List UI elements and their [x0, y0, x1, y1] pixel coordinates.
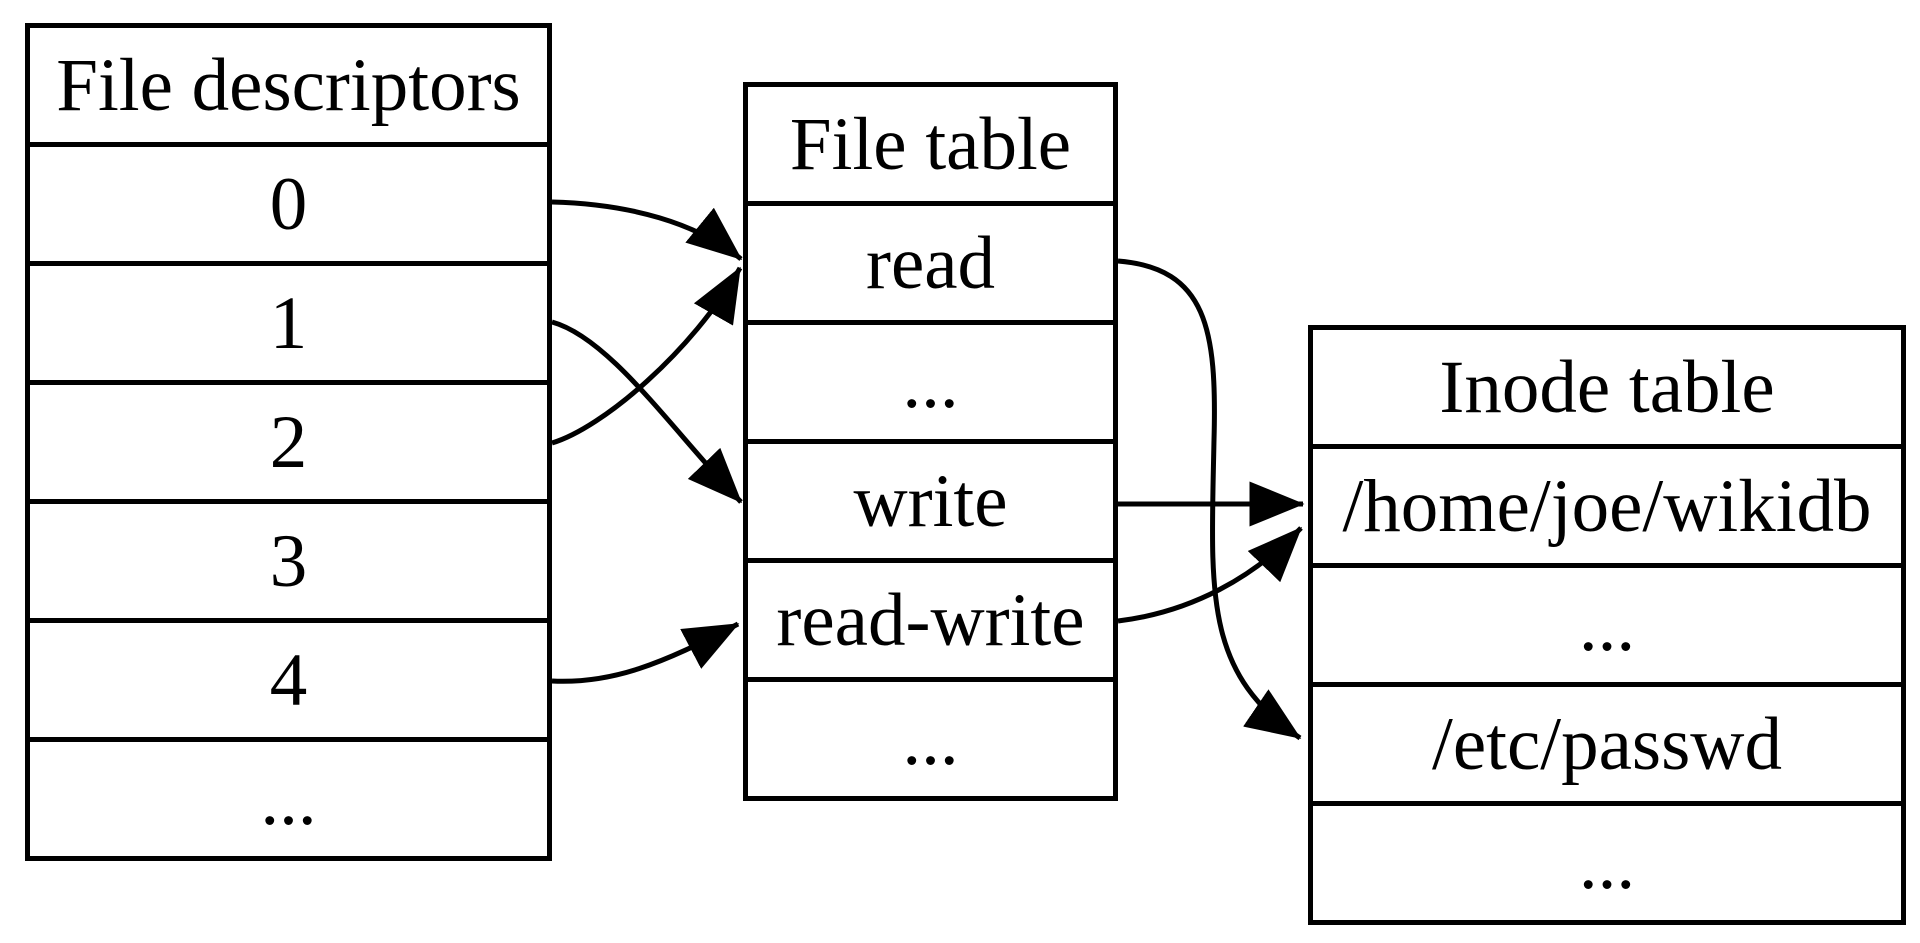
table-row: ...: [748, 320, 1113, 439]
table-row: /etc/passwd: [1313, 682, 1901, 801]
arrow-read-to-inode-etc-passwd: [1117, 258, 1302, 741]
arrow-fd-4-to-file-table-read-write: [551, 621, 740, 684]
table-row: 0: [30, 142, 547, 261]
table-row: ...: [1313, 563, 1901, 682]
table-row: ...: [1313, 801, 1901, 920]
table-row: 2: [30, 380, 547, 499]
table-row: 3: [30, 499, 547, 618]
table-row: ...: [748, 677, 1113, 796]
arrow-fd-0-to-file-table-read: [551, 199, 743, 261]
arrow-read-write-to-inode-home-joe-wikidb: [1117, 526, 1303, 624]
arrow-fd-1-to-file-table-write: [551, 319, 743, 504]
table-row: 1: [30, 261, 547, 380]
table-row: 4: [30, 618, 547, 737]
file-table-title: File table: [789, 102, 1072, 186]
inode-table-title: Inode table: [1439, 345, 1775, 429]
inode-table: Inode table /home/joe/wikidb.../etc/pass…: [1308, 325, 1906, 925]
table-row: read-write: [748, 558, 1113, 677]
table-row: ...: [30, 737, 547, 856]
table-row: read: [748, 201, 1113, 320]
table-row: write: [748, 439, 1113, 558]
table-row: /home/joe/wikidb: [1313, 444, 1901, 563]
arrow-fd-2-to-file-table-read: [551, 266, 743, 446]
file-descriptors-table-title: File descriptors: [56, 43, 521, 127]
